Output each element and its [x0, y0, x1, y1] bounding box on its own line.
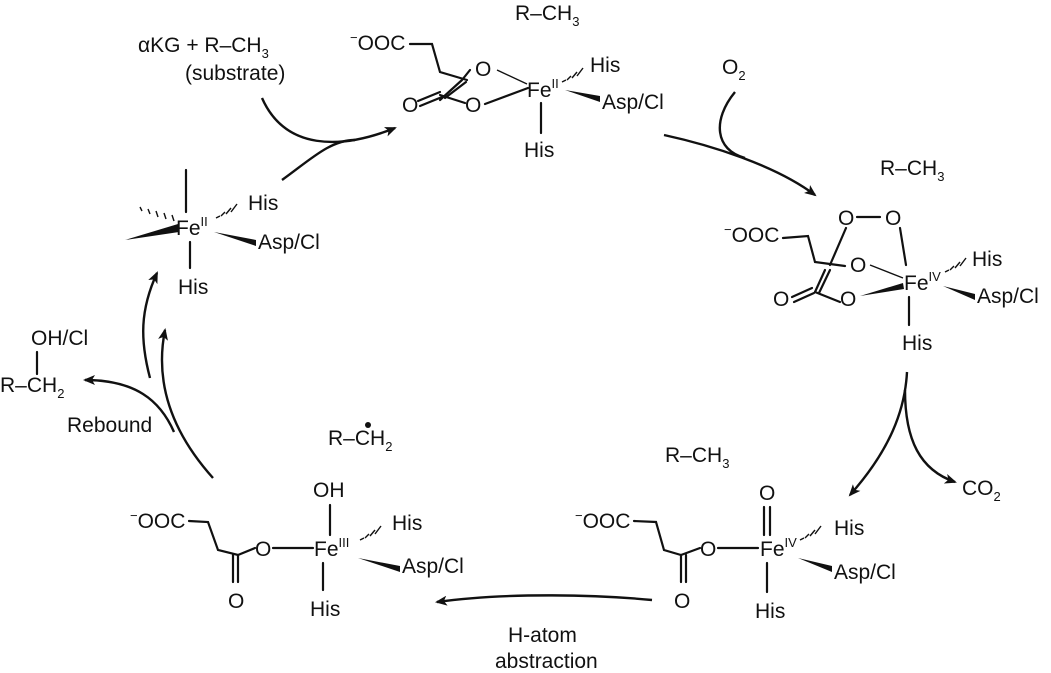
radical-dot: [365, 422, 371, 428]
carboxylate-label-bottom-left: −OOC: [130, 508, 185, 533]
ester-oxygen-bottom-left: O: [228, 590, 244, 613]
fe-center-right: FeIV: [904, 269, 941, 295]
carboxylate-label-bottom-right: −OOC: [575, 508, 630, 533]
fe-iv-peroxo-complex: R–CH3 O O −OOC O O O FeIV His Asp/Cl His: [724, 157, 1039, 355]
substrate-label-right: R–CH3: [880, 157, 944, 184]
carboxylate-label-right: −OOC: [724, 222, 779, 247]
asp-cl-ligand-bottom-right: Asp/Cl: [834, 561, 896, 584]
carboxyl-oxygen-double: O: [402, 94, 418, 117]
oxo-oxygen: O: [759, 482, 775, 505]
cycle-arrows: [83, 91, 957, 606]
product-rch2-label: R–CH2: [0, 374, 64, 401]
product-release-arrow: [142, 271, 159, 379]
his-ligand-right-upper: His: [972, 248, 1002, 271]
fe-ii-resting-complex: FeII His Asp/Cl His: [125, 168, 320, 299]
peroxo-to-ferryl-arrow: [848, 371, 909, 497]
hydroxylated-product: OH/Cl R–CH2: [0, 327, 88, 401]
h-atom-label: H-atom: [508, 624, 577, 647]
substrate-binding-arrow: [260, 97, 397, 144]
o2-binding-arrow: [718, 91, 746, 160]
substrate-caption: (substrate): [185, 62, 285, 85]
product-ohcl-label: OH/Cl: [31, 327, 88, 350]
fe-iv-oxo-complex: R–CH3 O −OOC O O FeIV His Asp/Cl His: [575, 444, 896, 623]
fe-center-top: FeII: [527, 76, 559, 102]
asp-cl-ligand-right: Asp/Cl: [977, 285, 1039, 308]
co2-release-arrow: [903, 389, 957, 484]
asp-cl-ligand-bottom-left: Asp/Cl: [402, 555, 464, 578]
rebound-label: Rebound: [67, 414, 152, 437]
peroxo-oxygen-1: O: [838, 207, 854, 230]
his-ligand-left-lower: His: [178, 276, 208, 299]
his-ligand-top-upper: His: [590, 54, 620, 77]
fe-center-left: FeII: [176, 214, 208, 240]
his-ligand-bottom-right-lower: His: [755, 600, 785, 623]
his-ligand-top-lower: His: [524, 139, 554, 162]
co2-label: CO2: [962, 477, 1001, 504]
his-ligand-right-lower: His: [902, 332, 932, 355]
carboxyl-oxygen-single-right: O: [840, 288, 856, 311]
o2-label: O2: [722, 56, 746, 83]
product-release-branch-arrow: [83, 375, 176, 433]
akg-substrate-label: αKG + R–CH3: [138, 34, 269, 61]
peroxo-oxygen-2: O: [885, 207, 901, 230]
substrate-label-bottom: R–CH3: [665, 444, 729, 471]
bridging-oxygen-bottom-left: O: [255, 538, 271, 561]
rebound-arrow: [158, 328, 214, 479]
abstraction-label: abstraction: [495, 650, 598, 673]
substrate-label-top: R–CH3: [515, 2, 579, 29]
fe-iii-hydroxo-complex: R–CH2 OH −OOC O O FeIII His Asp/Cl His: [130, 422, 464, 621]
fe-ii-akg-complex: R–CH3 −OOC O O O FeII Asp/Cl His His αKG…: [138, 2, 664, 162]
bound-to-peroxo-arrow: [663, 133, 817, 197]
carboxyl-oxygen-double-right: O: [773, 288, 789, 311]
bridging-oxygen-bottom-right: O: [700, 538, 716, 561]
his-ligand-bottom-right-upper: His: [834, 517, 864, 540]
substrate-radical-label: R–CH2: [328, 427, 392, 454]
keto-oxygen: O: [475, 58, 491, 81]
his-ligand-bottom-left-upper: His: [392, 512, 422, 535]
asp-cl-ligand-left: Asp/Cl: [258, 231, 320, 254]
resting-to-bound-arrow: [281, 138, 356, 181]
ester-oxygen-bottom-right: O: [674, 590, 690, 613]
fe-center-bottom-left: FeIII: [314, 535, 349, 561]
his-ligand-left-upper: His: [248, 192, 278, 215]
his-ligand-bottom-left-lower: His: [310, 598, 340, 621]
fe-center-bottom-right: FeIV: [760, 535, 797, 561]
keto-oxygen-right: O: [850, 254, 866, 277]
hydroxo-ligand: OH: [313, 479, 345, 502]
carboxyl-oxygen-single: O: [465, 94, 481, 117]
h-atom-abstraction-arrow: [435, 594, 653, 606]
asp-cl-ligand-top: Asp/Cl: [602, 91, 664, 114]
carboxylate-label: −OOC: [350, 30, 405, 55]
